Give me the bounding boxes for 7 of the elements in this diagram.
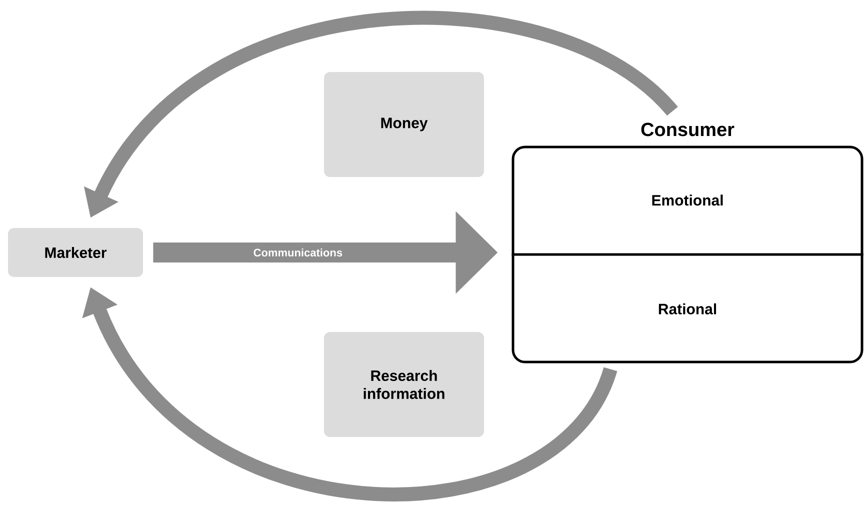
section-label: Rational [658,303,716,314]
box-heading: Consumer [641,122,734,136]
edge-label: Communications [254,248,342,257]
text-box: Research information [324,332,484,437]
text-box: Money [324,72,484,177]
section-label: Emotional [652,194,723,206]
text-box: Marketer [8,228,143,277]
